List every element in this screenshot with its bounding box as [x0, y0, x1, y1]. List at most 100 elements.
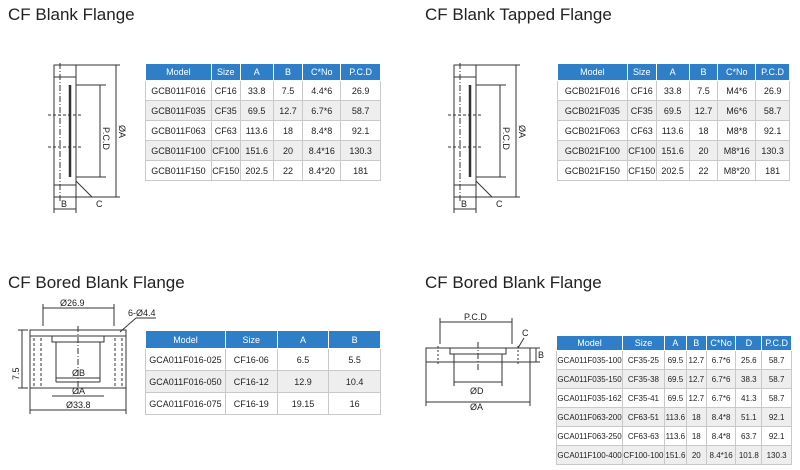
label-diameter-a: ØA: [517, 125, 527, 138]
cell-a: 113.6: [655, 120, 690, 141]
cell-model: GCB011F016: [145, 80, 212, 101]
cell-model: GCA011F035-162: [556, 388, 623, 408]
cell-c-no: 8.4*20: [302, 160, 342, 181]
col-model: Model: [556, 335, 623, 351]
cell-b: 12.7: [685, 369, 707, 389]
col-pcd: P.C.D: [761, 335, 792, 351]
cell-c-no: 6.7*6: [302, 100, 342, 121]
cell-model: GCA011F016-025: [145, 348, 226, 371]
cell-model: GCB021F100: [557, 140, 628, 161]
cell-size: CF16-06: [224, 348, 278, 371]
cell-model: GCB021F016: [557, 80, 628, 101]
cell-pcd: 58.7: [755, 100, 790, 121]
label-diameter-a: ØA: [470, 402, 483, 410]
bored-flange-large-spec-table: Model Size A B C*No D P.C.D GCA011F035-1…: [556, 335, 792, 465]
cell-a: 202.5: [655, 160, 690, 181]
cell-a: 151.6: [663, 445, 687, 465]
col-size: Size: [224, 330, 278, 349]
cell-a: 69.5: [239, 100, 274, 121]
cell-size: CF35-38: [621, 369, 665, 389]
cell-d: 41.3: [735, 388, 763, 408]
cell-b: 20: [272, 140, 304, 161]
cell-c-no: M4*6: [717, 80, 757, 101]
cell-c-no: 6.7*6: [705, 388, 737, 408]
label-c: C: [522, 328, 529, 338]
cell-a: 113.6: [663, 407, 687, 427]
label-pcd: P.C.D: [101, 127, 111, 150]
cell-c-no: 4.4*6: [302, 80, 342, 101]
label-b: B: [538, 350, 544, 360]
cell-model: GCA011F016-075: [145, 392, 226, 415]
label-d26-9: Ø26.9: [60, 298, 85, 308]
col-b: B: [328, 330, 381, 349]
cell-model: GCB021F150: [557, 160, 628, 181]
cell-b: 18: [272, 120, 304, 141]
cell-size: CF100: [210, 140, 241, 161]
cell-d: 63.7: [735, 426, 763, 446]
cell-size: CF16-12: [224, 370, 278, 393]
cell-size: CF35-41: [621, 388, 665, 408]
cell-b: 18: [685, 426, 707, 446]
cell-pcd: 58.7: [761, 350, 792, 370]
label-holes: 6-Ø4.4: [128, 308, 156, 318]
cell-c-no: 6.7*6: [705, 350, 737, 370]
cell-model: GCA011F063-250: [556, 426, 623, 446]
cell-a: 151.6: [655, 140, 690, 161]
label-c: C: [96, 199, 103, 209]
label-pcd: P.C.D: [464, 312, 487, 322]
cell-pcd: 58.7: [761, 369, 792, 389]
col-model: Model: [145, 330, 226, 349]
cell-model: GCA011F035-150: [556, 369, 623, 389]
cell-model: GCB021F035: [557, 100, 628, 121]
cell-pcd: 26.9: [340, 80, 381, 101]
cell-b: 12.7: [272, 100, 304, 121]
cell-model: GCB011F150: [145, 160, 212, 181]
cell-c-no: M8*8: [717, 120, 757, 141]
cell-pcd: 92.1: [761, 426, 792, 446]
label-height: 7.5: [11, 367, 21, 380]
cell-b: 20: [685, 445, 707, 465]
cell-model: GCA011F063-200: [556, 407, 623, 427]
cell-c-no: 8.4*8: [705, 426, 737, 446]
col-b: B: [272, 63, 304, 81]
cell-pcd: 130.3: [340, 140, 381, 161]
cell-size: CF63-51: [621, 407, 665, 427]
cell-c-no: 8.4*16: [302, 140, 342, 161]
cell-model: GCA011F035-100: [556, 350, 623, 370]
cell-a: 12.9: [276, 370, 330, 393]
col-c-no: C*No: [705, 335, 737, 351]
cell-model: GCA011F016-050: [145, 370, 226, 393]
cell-b: 18: [688, 120, 719, 141]
col-a: A: [239, 63, 274, 81]
section-title-cf-blank-tapped-flange: CF Blank Tapped Flange: [425, 5, 612, 24]
col-a: A: [655, 63, 690, 81]
cell-c-no: M6*6: [717, 100, 757, 121]
cell-c-no: 8.4*16: [705, 445, 737, 465]
col-b: B: [685, 335, 707, 351]
col-size: Size: [210, 63, 241, 81]
cell-size: CF35: [626, 100, 657, 121]
cell-size: CF100-100: [621, 445, 665, 465]
label-pcd: P.C.D: [501, 127, 511, 150]
cell-model: GCB011F035: [145, 100, 212, 121]
label-c: C: [496, 199, 503, 209]
cell-pcd: 181: [340, 160, 381, 181]
cell-c-no: 8.4*8: [302, 120, 342, 141]
label-b: B: [461, 199, 467, 209]
cell-size: CF35-25: [621, 350, 665, 370]
